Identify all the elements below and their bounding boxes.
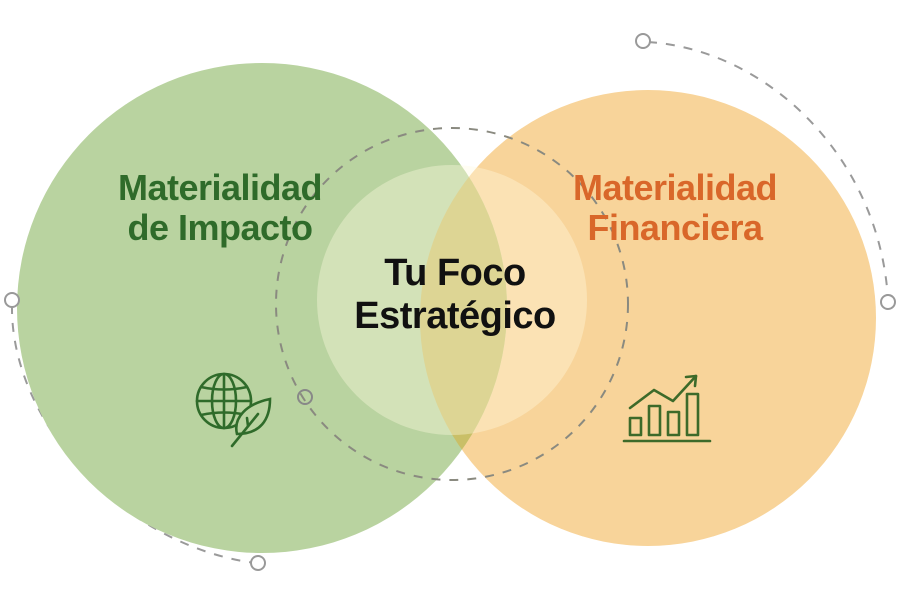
strategic-focus-label: Tu Foco Estratégico [300,252,610,337]
financial-materiality-label: Materialidad Financiera [520,167,830,249]
financial-label-line2: Financiera [587,207,763,249]
center-label-line2: Estratégico [354,294,556,337]
impact-label-line2: de Impacto [127,207,313,249]
orbit-node-marker [635,33,651,49]
orbit-node-marker [880,294,896,310]
financial-label-line1: Materialidad [572,167,778,208]
impact-materiality-circle [17,63,507,553]
center-label-line1: Tu Foco [384,252,526,294]
growth-bar-chart-icon [622,374,712,443]
inner-dashed-orbit [275,127,629,481]
impact-materiality-label: Materialidad de Impacto [70,167,370,249]
right-orbit-line [647,41,889,301]
strategic-focus-highlight [317,165,587,435]
orbit-node-marker [4,292,20,308]
impact-label-line1: Materialidad [117,167,323,208]
globe-leaf-icon [195,372,272,448]
financial-materiality-circle [420,90,876,546]
orbit-node-marker [297,389,313,405]
orbit-node-marker [250,555,266,571]
